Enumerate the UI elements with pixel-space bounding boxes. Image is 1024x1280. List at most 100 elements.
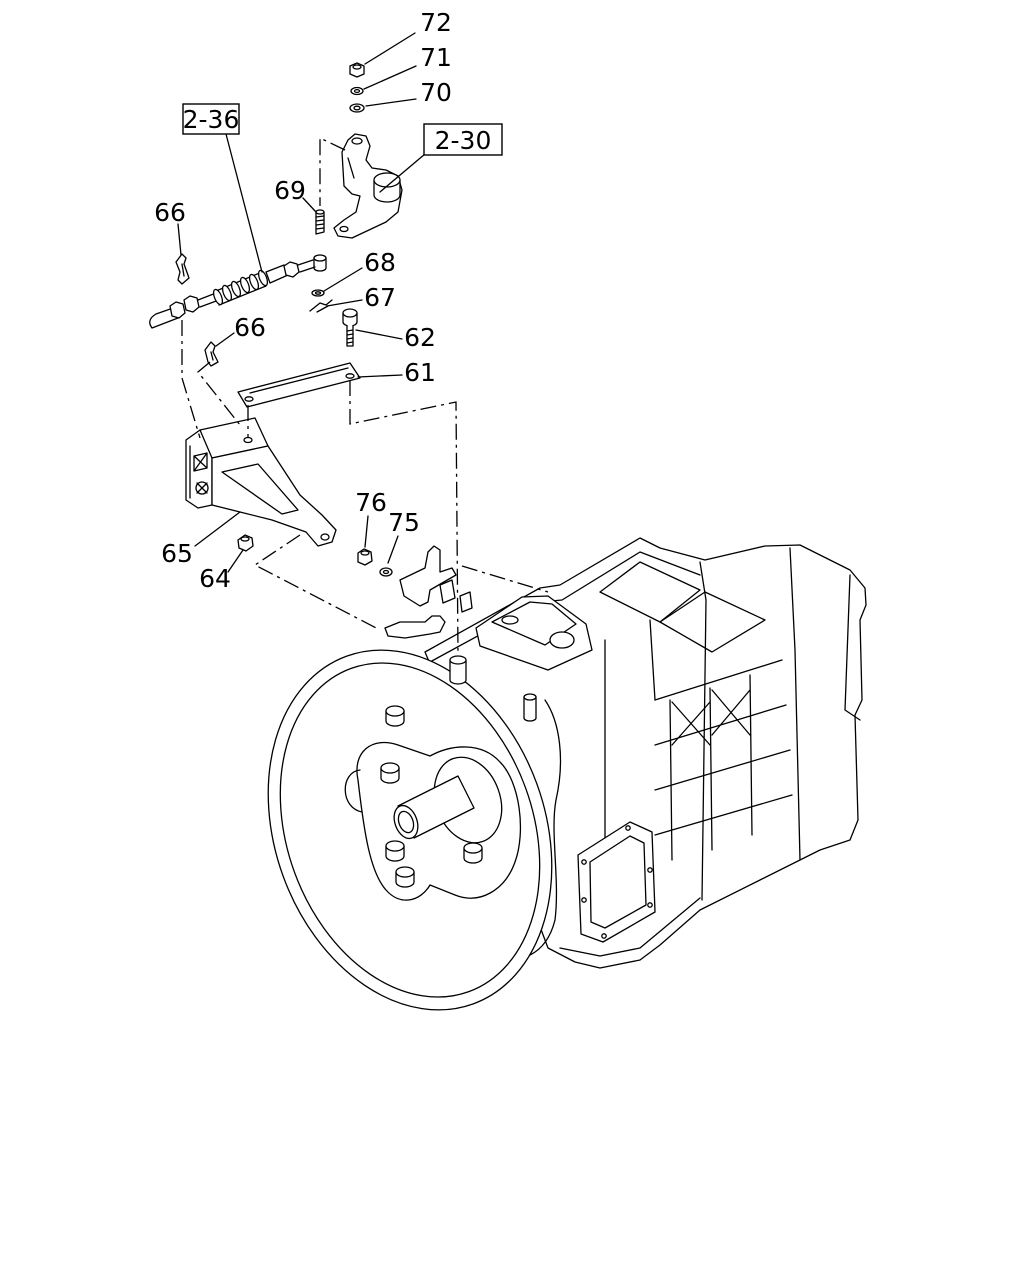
cable-bellows [212, 269, 269, 306]
part-76-nut [357, 548, 373, 566]
bracket-square-hole [193, 452, 208, 472]
callout-71: 71 [420, 43, 452, 72]
bell-housing-inner-ring [279, 662, 541, 998]
lever-boss-top [373, 172, 401, 188]
callout-65: 65 [161, 539, 193, 568]
leader-76 [364, 515, 369, 548]
part-64-nut [237, 534, 254, 552]
callout-66-upper: 66 [154, 198, 186, 227]
cable-nut [183, 295, 200, 313]
connector-block [439, 579, 456, 604]
leader-71 [363, 65, 417, 90]
bracket-slot [221, 463, 299, 515]
callout-68: 68 [364, 248, 396, 277]
bracket-arm-hole [320, 533, 330, 541]
top-cover-front [599, 561, 701, 623]
callout-labels: 72 71 70 69 66 68 67 66 62 61 76 75 65 6… [154, 8, 452, 593]
bolt [385, 705, 405, 727]
part-65-bracket [185, 417, 337, 547]
lever-hole [351, 137, 363, 145]
bracket-arm [211, 445, 337, 547]
leader-67 [326, 299, 363, 307]
leader-65 [194, 511, 241, 547]
part-61-plate [237, 362, 361, 408]
cable-nut [169, 301, 186, 319]
harness-bracket [399, 545, 473, 613]
leader-2-30 [379, 153, 426, 193]
bolt [385, 840, 405, 862]
leader-62 [355, 329, 403, 340]
side-cover-inner [589, 835, 647, 929]
bracket-round-hole-cross [196, 482, 208, 494]
callout-69: 69 [274, 176, 306, 205]
case-stud [523, 693, 537, 722]
callout-66-lower: 66 [234, 313, 266, 342]
part-62-bolt [342, 308, 358, 347]
bracket-round-hole [195, 481, 209, 495]
leader-69 [302, 197, 317, 213]
front-cover-left-lobe [344, 769, 363, 813]
leader-75 [387, 535, 399, 564]
leader-66-upper [177, 223, 182, 256]
leader-lines [177, 32, 426, 573]
case-division-lines [604, 547, 861, 931]
part-75-washer [379, 567, 393, 577]
callout-72: 72 [420, 8, 452, 37]
case-stud [449, 655, 467, 685]
callout-61: 61 [404, 358, 436, 387]
bracket-flange-hole [243, 436, 253, 444]
part-67-clip [309, 299, 333, 313]
reference-label: 2-30 [435, 126, 492, 155]
leader-66-lower [215, 332, 235, 347]
part-72-nut [349, 62, 365, 78]
callout-62: 62 [404, 323, 436, 352]
reference-box [423, 123, 503, 156]
bell-housing [267, 649, 562, 1011]
side-cover-bolts [581, 825, 653, 939]
side-cover [577, 821, 656, 943]
case-lower-edge [559, 897, 701, 957]
callout-75: 75 [388, 508, 420, 537]
callout-70: 70 [420, 78, 452, 107]
case-front-face-edge [529, 699, 562, 956]
shift-tower-boss [549, 631, 575, 649]
leader-64 [227, 549, 244, 573]
cable-end-rod [297, 259, 316, 273]
callout-76: 76 [355, 488, 387, 517]
shift-tower-cover [491, 601, 577, 646]
leader-61 [357, 374, 403, 378]
top-cover-rear [659, 591, 766, 653]
reference-box [182, 103, 240, 135]
assembly-lines [181, 136, 549, 656]
leader-2-36 [225, 133, 263, 273]
input-shaft-end-inner [397, 810, 415, 834]
shift-tower-cap [501, 615, 519, 625]
reference-2-36: 2-36 [182, 103, 240, 135]
callout-67: 67 [364, 283, 396, 312]
leader-70 [365, 98, 417, 107]
connector-block [459, 591, 473, 613]
callout-64: 64 [199, 564, 231, 593]
part-68-washer [311, 289, 325, 297]
part-69-pin [315, 209, 325, 235]
leader-72 [364, 32, 416, 65]
reference-label: 2-36 [183, 105, 240, 134]
breather-pipe [384, 615, 446, 639]
bolt [395, 866, 415, 888]
leader-68 [323, 267, 363, 292]
cable-nut [283, 261, 300, 278]
bolt [380, 762, 400, 784]
lever-plate [333, 133, 403, 239]
lever-arm-hole [339, 225, 349, 233]
case-ribs [654, 659, 793, 861]
part-70-washer [349, 103, 365, 113]
front-cover-contour [356, 741, 522, 901]
part-68-spacer [313, 254, 327, 272]
reference-2-30: 2-30 [423, 123, 503, 156]
shift-cable [149, 259, 316, 329]
shift-lever-bracket [333, 133, 403, 239]
lever-fold [347, 157, 355, 179]
bolt [463, 842, 483, 864]
part-71-washer [350, 86, 364, 96]
